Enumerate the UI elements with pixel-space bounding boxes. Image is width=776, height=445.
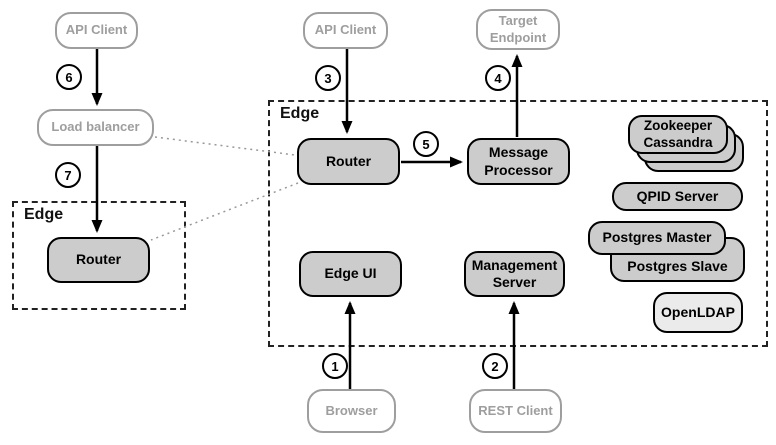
step-badge-6: 6 (56, 64, 82, 90)
node-edge-ui-label: Edge UI (324, 265, 377, 282)
step-badge-7-number: 7 (64, 167, 72, 183)
edge-group-main-label: Edge (280, 105, 320, 122)
node-router-left-label: Router (75, 251, 122, 268)
node-rest-client-label: REST Client (478, 402, 553, 418)
node-target-endpoint: Target Endpoint (476, 9, 560, 50)
step-badge-1-number: 1 (331, 358, 339, 374)
step-badge-5-number: 5 (422, 136, 430, 152)
edge-group-left-label: Edge (24, 206, 64, 223)
step-badge-1: 1 (322, 353, 348, 379)
step-badge-5: 5 (413, 131, 439, 157)
node-api-client-left-label: API Client (65, 22, 128, 38)
node-api-client-mid-label: API Client (314, 22, 377, 38)
node-management-server-label: Management Server (471, 256, 558, 291)
node-postgres-master-label: Postgres Master (602, 229, 712, 246)
node-target-endpoint-label: Target Endpoint (489, 13, 547, 45)
node-load-balancer: Load balancer (37, 109, 154, 146)
node-qpid-server: QPID Server (612, 182, 743, 211)
node-openldap-label: OpenLDAP (661, 303, 735, 320)
node-message-processor: Message Processor (467, 138, 570, 185)
node-api-client-mid: API Client (303, 12, 388, 49)
node-zookeeper-cassandra: Zookeeper Cassandra (628, 115, 728, 154)
step-badge-4-number: 4 (494, 70, 502, 86)
node-load-balancer-label: Load balancer (51, 119, 140, 135)
node-qpid-server-label: QPID Server (636, 187, 719, 204)
node-browser-label: Browser (325, 402, 378, 418)
node-rest-client: REST Client (469, 389, 562, 433)
node-postgres-slave-label: Postgres Slave (627, 257, 728, 274)
node-openldap: OpenLDAP (653, 292, 743, 333)
node-router-main: Router (297, 138, 400, 185)
step-badge-3: 3 (315, 65, 341, 91)
edge-group-left: Edge (12, 201, 186, 310)
node-management-server: Management Server (464, 251, 565, 297)
node-api-client-left: API Client (55, 12, 138, 49)
step-badge-2-number: 2 (491, 358, 499, 374)
node-browser: Browser (307, 389, 396, 433)
step-badge-7: 7 (55, 162, 81, 188)
node-zookeeper-cassandra-label: Zookeeper Cassandra (643, 117, 713, 150)
node-edge-ui: Edge UI (299, 251, 402, 297)
node-postgres-master: Postgres Master (588, 221, 726, 255)
node-message-processor-label: Message Processor (484, 144, 553, 178)
step-badge-2: 2 (482, 353, 508, 379)
node-router-main-label: Router (325, 152, 372, 169)
step-badge-6-number: 6 (65, 69, 73, 85)
step-badge-4: 4 (485, 65, 511, 91)
node-router-left: Router (47, 237, 150, 283)
step-badge-3-number: 3 (324, 70, 332, 86)
